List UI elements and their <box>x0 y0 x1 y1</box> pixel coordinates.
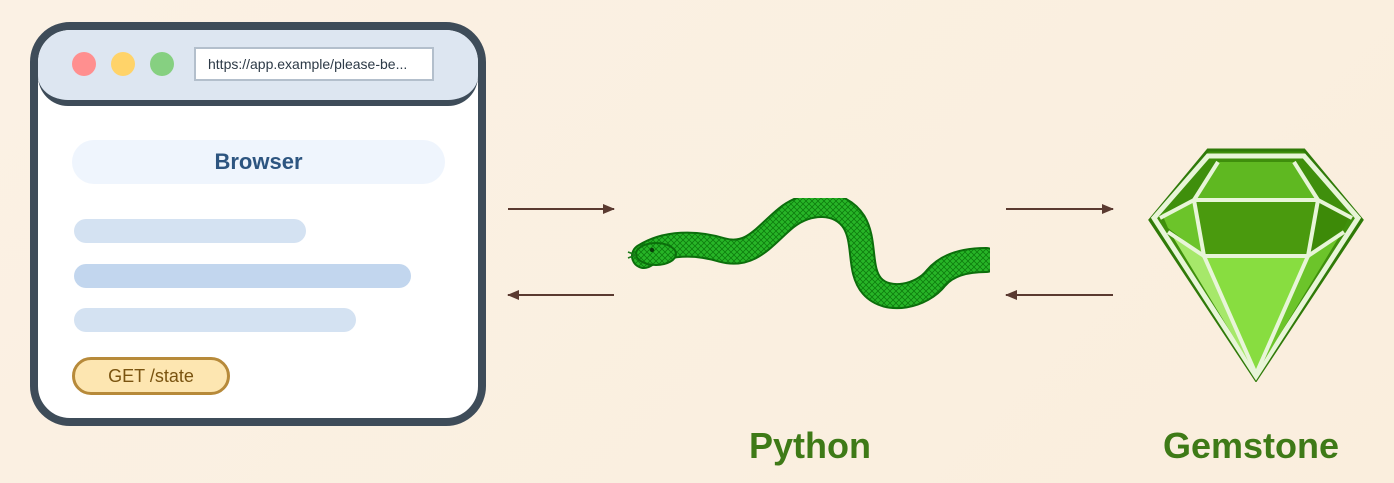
request-badge[interactable]: GET /state <box>72 357 230 395</box>
minimize-window-dot[interactable] <box>111 52 135 76</box>
python-label: Python <box>749 425 871 466</box>
close-window-dot[interactable] <box>72 52 96 76</box>
content-placeholder-line <box>74 219 306 243</box>
content-placeholder-line <box>74 308 356 332</box>
browser-window: https://app.example/please-be... Browser… <box>30 22 486 426</box>
browser-title: Browser <box>72 140 445 184</box>
gemstone-label: Gemstone <box>1163 425 1340 466</box>
content-placeholder-line <box>74 264 411 288</box>
browser-titlebar: https://app.example/please-be... <box>38 30 478 106</box>
gem-icon <box>1148 148 1364 382</box>
snake-icon <box>627 198 990 310</box>
maximize-window-dot[interactable] <box>150 52 174 76</box>
address-bar[interactable]: https://app.example/please-be... <box>194 47 434 81</box>
